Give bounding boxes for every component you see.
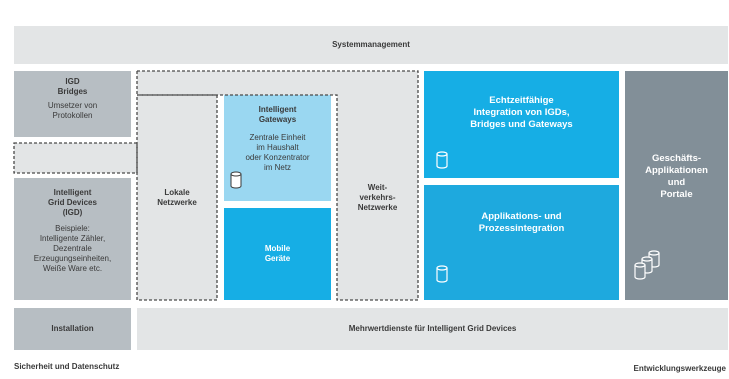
- gateways-desc-line: im Haushalt: [256, 143, 299, 152]
- geschaeft-line: und: [667, 177, 686, 188]
- geschaefts-applikationen-box: Geschäfts- Applikationen und Portale: [625, 71, 728, 300]
- intelligent-gateways-box: Intelligent Gateways Zentrale Einheit im…: [224, 95, 331, 201]
- echtzeit-line: Echtzeitfähige: [489, 95, 554, 106]
- geschaeft-line: Geschäfts-: [651, 153, 702, 164]
- weitverkehr-line: Weit-: [367, 182, 388, 192]
- igd-devices-title-line: Intelligent: [53, 188, 92, 197]
- geschaeft-line: Applikationen: [645, 165, 708, 176]
- igd-devices-title-line: Grid Devices: [48, 198, 97, 207]
- weitverkehrs-netzwerke-label: Weit- verkehrs- Netzwerke: [337, 95, 418, 300]
- gateways-desc-line: Zentrale Einheit: [249, 133, 306, 142]
- gateways-desc-line: im Netz: [263, 163, 292, 172]
- igd-devices-desc-line: Beispiele:: [55, 224, 90, 233]
- igd-bridges-desc-line: Umsetzer von: [47, 101, 98, 110]
- entwicklung-text: Entwicklungswerkzeuge: [633, 364, 726, 373]
- mehrwertdienste-box: Mehrwertdienste für Intelligent Grid Dev…: [137, 308, 728, 350]
- igd-devices-desc-line: Weiße Ware etc.: [42, 264, 103, 273]
- weitverkehr-line: verkehrs-: [359, 192, 396, 202]
- igd-devices-box: Intelligent Grid Devices (IGD) Beispiele…: [14, 178, 131, 300]
- mobile-line: Mobile: [264, 244, 291, 253]
- igd-bridges-box: IGD Bridges Umsetzer von Protokollen: [14, 71, 131, 137]
- database-icon: [230, 171, 242, 189]
- installation-box: Installation: [14, 308, 131, 350]
- lokale-netzwerke-box: Lokale Netzwerke: [137, 95, 217, 300]
- echtzeit-line: Integration von IGDs,: [473, 107, 570, 118]
- mobile-line: Geräte: [264, 254, 291, 263]
- igd-bridges-title-line: IGD: [65, 77, 80, 86]
- database-stack-icon: [631, 249, 665, 283]
- igd-bridges-desc-line: Protokollen: [52, 111, 93, 120]
- database-icon: [436, 265, 448, 283]
- mobile-geraete-box: Mobile Geräte: [224, 208, 331, 300]
- sicherheit-text: Sicherheit und Datenschutz: [14, 362, 120, 371]
- gateways-title-line: Intelligent: [258, 105, 297, 114]
- igd-bridges-title-line: Bridges: [57, 87, 88, 96]
- entwicklung-label: Entwicklungswerkzeuge: [560, 364, 726, 376]
- weitverkehr-line: Netzwerke: [357, 202, 398, 212]
- lokale-netzwerke-line: Lokale: [164, 187, 190, 197]
- systemmanagement-label: Systemmanagement: [332, 40, 410, 49]
- echtzeit-line: Bridges und Gateways: [470, 119, 573, 130]
- igd-devices-desc-line: Erzeugungseinheiten,: [33, 254, 112, 263]
- mehrwertdienste-label: Mehrwertdienste für Intelligent Grid Dev…: [348, 324, 517, 333]
- gateways-title-line: Gateways: [258, 115, 297, 124]
- geschaeft-line: Portale: [660, 189, 693, 200]
- applikation-line: Applikations- und: [481, 211, 562, 222]
- systemmanagement-bar: Systemmanagement: [14, 26, 728, 64]
- installation-label: Installation: [51, 324, 94, 333]
- bridge-connector-background: [14, 143, 137, 173]
- igd-devices-desc-line: Intelligente Zähler,: [39, 234, 106, 243]
- igd-devices-desc-line: Dezentrale: [53, 244, 92, 253]
- lokale-netzwerke-line: Netzwerke: [157, 197, 197, 207]
- database-icon: [436, 151, 448, 169]
- echtzeit-integration-box: Echtzeitfähige Integration von IGDs, Bri…: [424, 71, 619, 178]
- applikations-integration-box: Applikations- und Prozessintegration: [424, 185, 619, 300]
- sicherheit-label: Sicherheit und Datenschutz: [14, 362, 214, 374]
- applikation-line: Prozessintegration: [478, 223, 565, 234]
- igd-devices-title-line: (IGD): [62, 208, 83, 217]
- gateways-desc-line: oder Konzentrator: [245, 153, 310, 162]
